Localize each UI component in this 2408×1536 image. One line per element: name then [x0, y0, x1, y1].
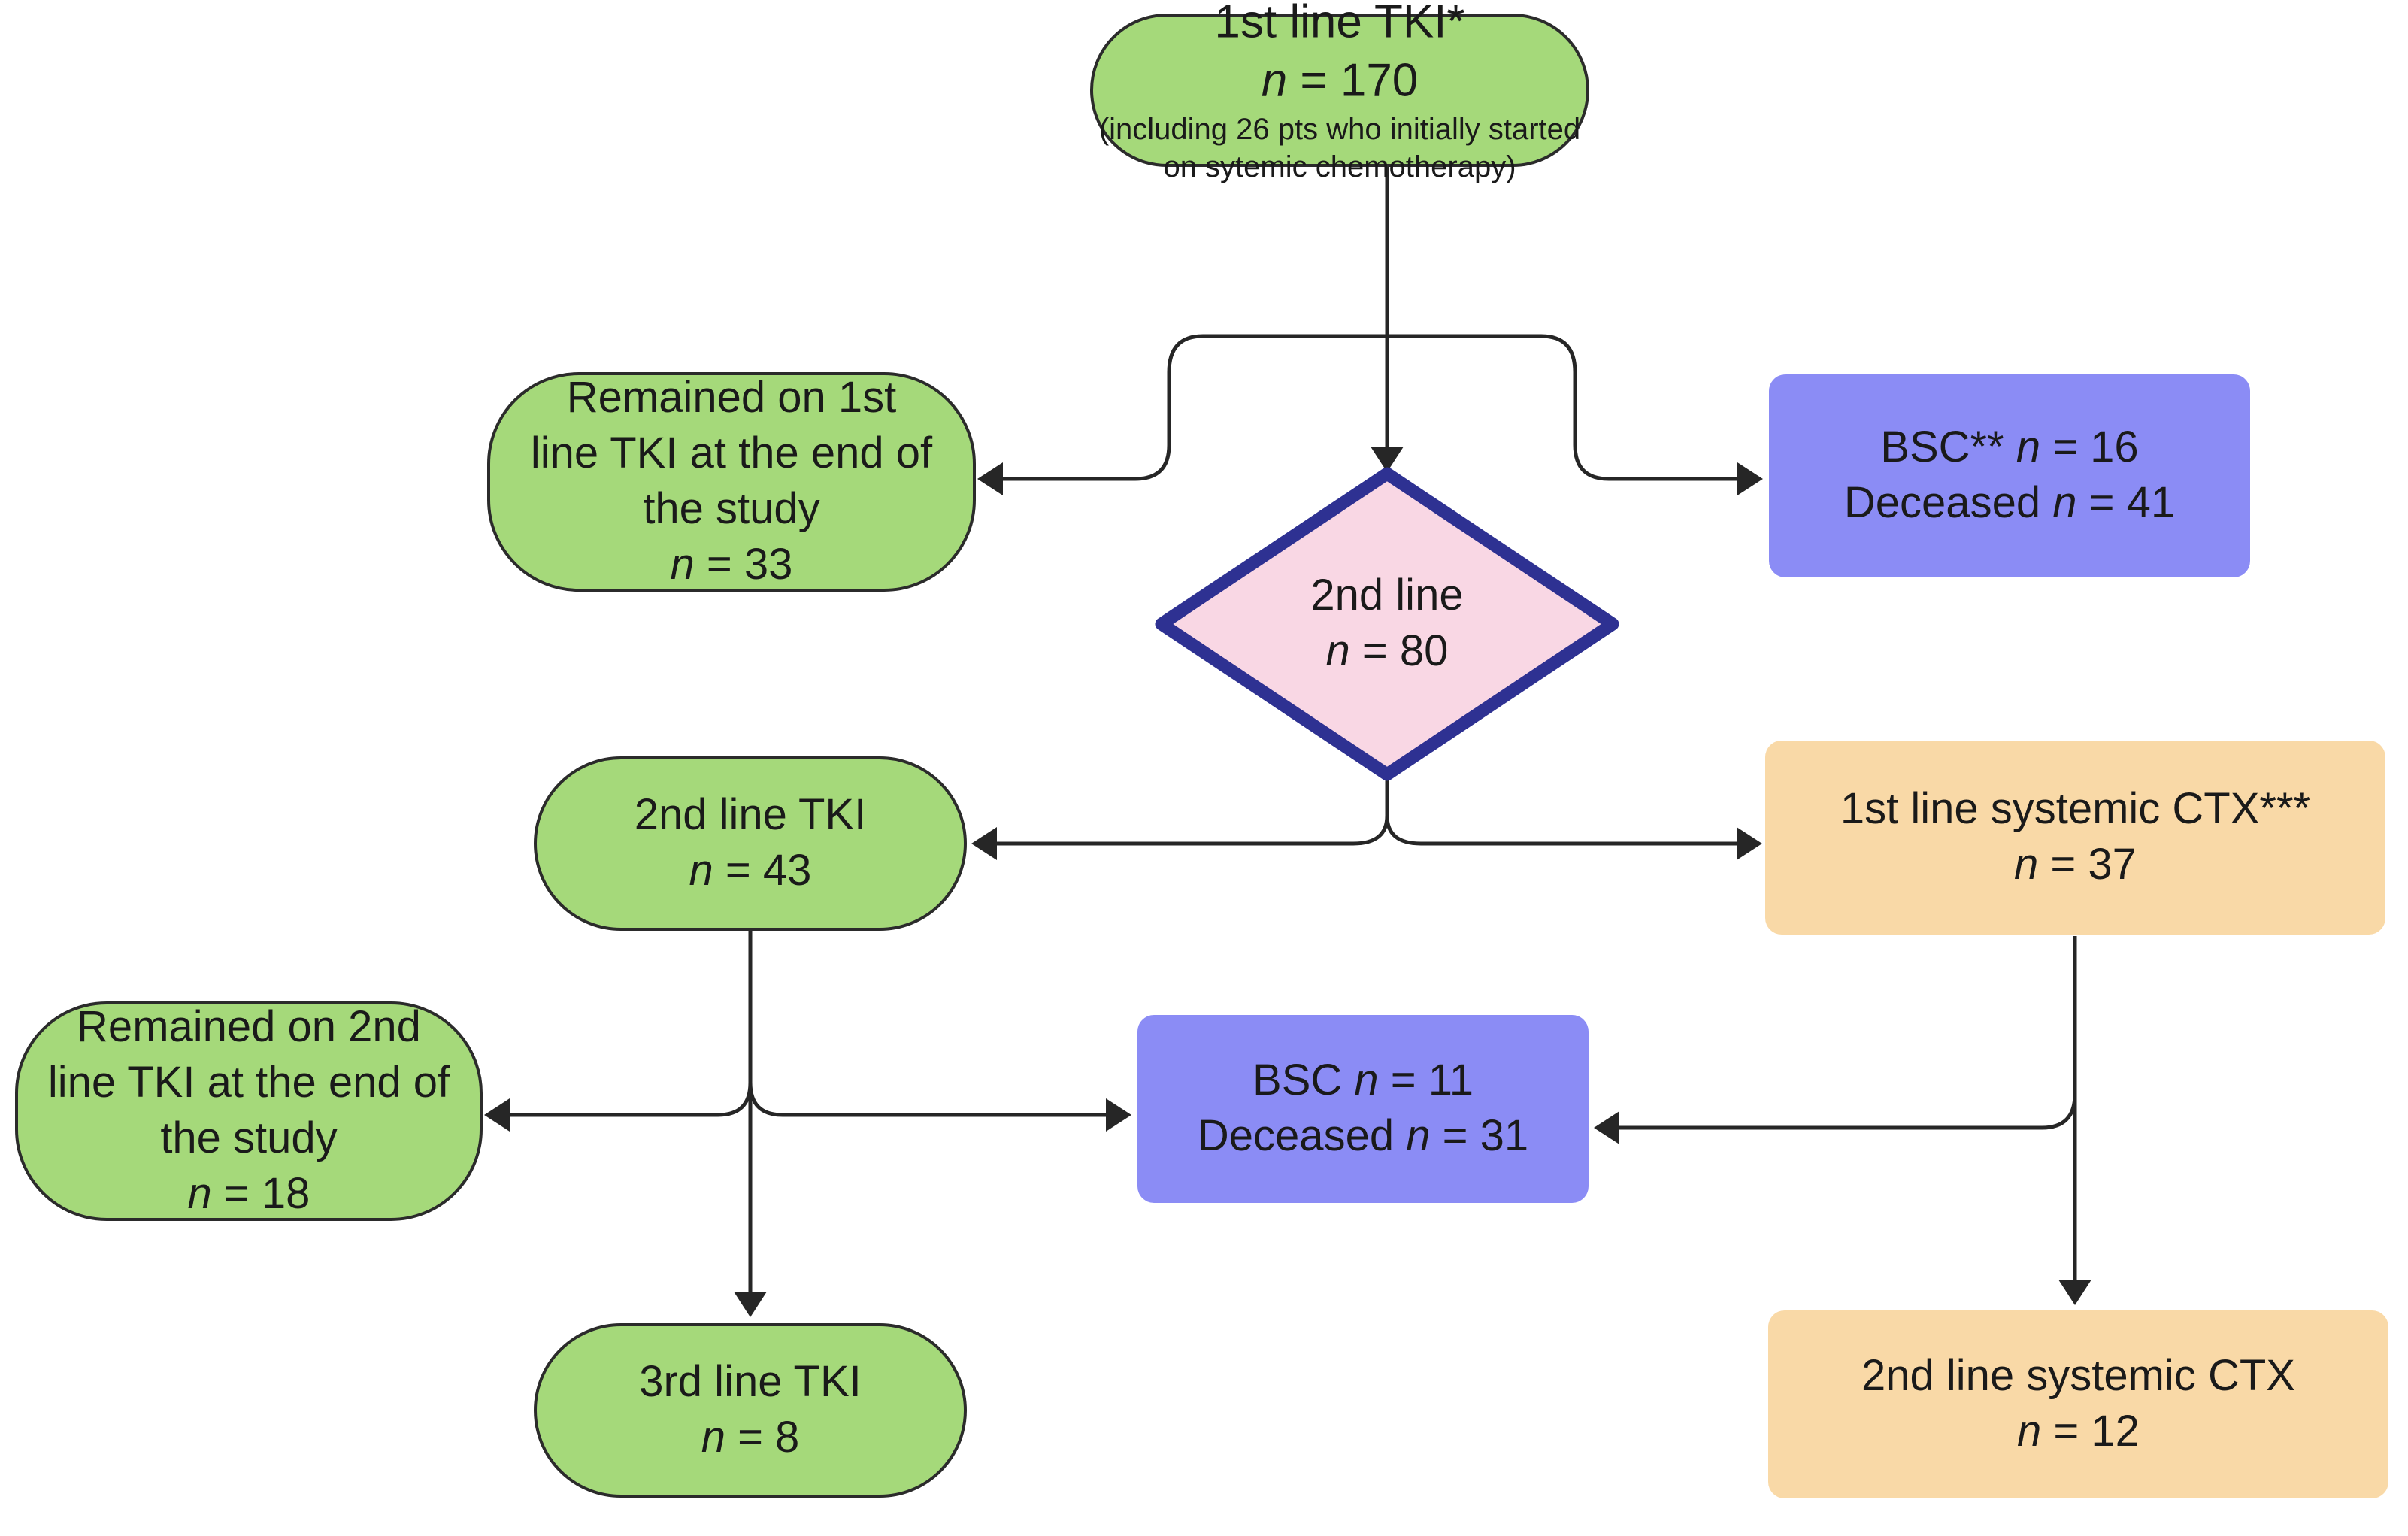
nodes-layer: 1st line TKI* n = 170 (including 26 pts wh…	[15, 0, 2388, 1498]
bsc-deceased-first-line-shape	[1769, 374, 2250, 577]
edge-first-line-ctx-to-bsc-arrowhead	[1594, 1111, 1619, 1144]
second-line-systemic-ctx-line-0: 2nd line systemic CTX	[1861, 1351, 2295, 1400]
third-line-tki-line-0: 3rd line TKI	[639, 1357, 862, 1406]
remained-second-line-tki-line-3: n = 18	[188, 1169, 310, 1218]
edge-first-line-to-second-line-arrowhead	[1371, 447, 1404, 472]
remained-first-line-tki-line-3: n = 33	[671, 540, 793, 589]
edge-bar-right-elbow-arrowhead	[1737, 462, 1763, 495]
edge-bar-right-elbow	[1387, 334, 1763, 495]
third-line-tki-line-1: n = 8	[701, 1413, 800, 1462]
bsc-deceased-first-line-line-1: Deceased n = 41	[1844, 478, 2175, 527]
first-line-tki-line-3: on sytemic chemotherapy)	[1163, 150, 1516, 183]
edge-bar-left-elbow-arrowhead	[977, 462, 1003, 495]
edge-bar-left-elbow-line	[992, 334, 1387, 481]
edge-first-line-ctx-to-second-line-ctx-arrowhead	[2058, 1280, 2091, 1305]
bsc-deceased-first-line-line-0: BSC** n = 16	[1880, 423, 2138, 471]
node-remained-second-line-tki[interactable]: Remained on 2nd line TKI at the end of the…	[15, 1001, 483, 1221]
edge-second-line-to-first-line-ctx	[1385, 774, 1762, 860]
edge-second-line-tki-to-third-line-tki-arrowhead	[734, 1292, 767, 1317]
edge-second-line-tki-to-bsc-line	[748, 1082, 1116, 1117]
edge-first-line-ctx-to-bsc	[1594, 1093, 2077, 1144]
node-second-line-decision[interactable]: 2nd line n = 80	[1155, 467, 1619, 781]
remained-first-line-tki-shape	[487, 372, 976, 592]
second-line-decision-shape	[1155, 467, 1619, 781]
edge-second-line-to-first-line-ctx-line	[1385, 774, 1748, 846]
node-second-line-systemic-ctx[interactable]: 2nd line systemic CTX n = 12	[1768, 1310, 2388, 1498]
edge-second-line-tki-to-third-line-tki	[734, 931, 767, 1317]
node-remained-first-line-tki[interactable]: Remained on 1st line TKI at the end of the…	[487, 372, 976, 592]
first-line-tki-line-1: n = 170	[1262, 55, 1419, 107]
node-first-line-tki[interactable]: 1st line TKI* n = 170 (including 26 pts wh…	[1090, 0, 1589, 183]
edge-bar-left-elbow	[977, 334, 1387, 495]
edge-first-line-ctx-to-second-line-ctx	[2058, 936, 2091, 1305]
edge-first-line-ctx-to-bsc-line	[1609, 1093, 2077, 1130]
first-line-tki-line-0: 1st line TKI*	[1214, 0, 1464, 48]
edge-bar-right-elbow-line	[1387, 334, 1748, 481]
node-second-line-tki[interactable]: 2nd line TKI n = 43	[534, 756, 967, 931]
second-line-tki-line-0: 2nd line TKI	[635, 790, 866, 839]
node-third-line-tki[interactable]: 3rd line TKI n = 8	[534, 1323, 967, 1498]
remained-first-line-tki-line-0: Remained on 1st	[567, 373, 896, 422]
first-line-systemic-ctx-shape	[1765, 741, 2385, 935]
edge-second-line-tki-to-bsc	[748, 1082, 1131, 1132]
remained-second-line-tki-line-1: line TKI at the end of	[48, 1058, 450, 1107]
node-bsc-deceased-second-line[interactable]: BSC n = 11 Deceased n = 31	[1137, 1015, 1589, 1203]
edge-second-line-tki-to-remained-line	[498, 1082, 753, 1117]
second-line-systemic-ctx-line-1: n = 12	[2017, 1407, 2140, 1456]
bsc-deceased-second-line-shape	[1137, 1015, 1589, 1203]
remained-first-line-tki-line-1: line TKI at the end of	[531, 429, 933, 477]
first-line-tki-shape	[1090, 14, 1589, 167]
second-line-tki-shape	[534, 756, 967, 931]
first-line-tki-line-2: (including 26 pts who initially started	[1099, 113, 1580, 146]
node-bsc-deceased-first-line[interactable]: BSC** n = 16 Deceased n = 41	[1769, 374, 2250, 577]
edge-second-line-tki-to-bsc-arrowhead	[1106, 1098, 1131, 1132]
edge-second-line-to-first-line-ctx-arrowhead	[1737, 827, 1762, 860]
edge-first-line-to-second-line	[1371, 167, 1404, 472]
remained-first-line-tki-line-2: the study	[643, 484, 819, 533]
second-line-tki-line-1: n = 43	[689, 846, 812, 895]
edges-layer	[484, 167, 2091, 1317]
edge-second-line-to-second-line-tki	[971, 774, 1389, 860]
edge-second-line-tki-to-remained	[484, 1082, 753, 1132]
remained-second-line-tki-line-2: the study	[160, 1113, 337, 1162]
edge-second-line-tki-to-remained-arrowhead	[484, 1098, 510, 1132]
second-line-systemic-ctx-shape	[1768, 1310, 2388, 1498]
edge-second-line-to-second-line-tki-arrowhead	[971, 827, 997, 860]
node-first-line-systemic-ctx[interactable]: 1st line systemic CTX*** n = 37	[1765, 741, 2385, 935]
first-line-systemic-ctx-line-1: n = 37	[2014, 840, 2137, 889]
remained-second-line-tki-shape	[15, 1001, 483, 1221]
first-line-systemic-ctx-line-0: 1st line systemic CTX***	[1840, 784, 2310, 833]
bsc-deceased-second-line-line-0: BSC n = 11	[1252, 1056, 1474, 1104]
second-line-decision-line-0: 2nd line	[1310, 571, 1463, 620]
third-line-tki-shape	[534, 1323, 967, 1498]
edge-second-line-to-second-line-tki-line	[985, 774, 1389, 846]
bsc-deceased-second-line-line-1: Deceased n = 31	[1198, 1111, 1528, 1160]
second-line-decision-line-1: n = 80	[1326, 626, 1449, 675]
remained-second-line-tki-line-0: Remained on 2nd	[77, 1002, 421, 1051]
